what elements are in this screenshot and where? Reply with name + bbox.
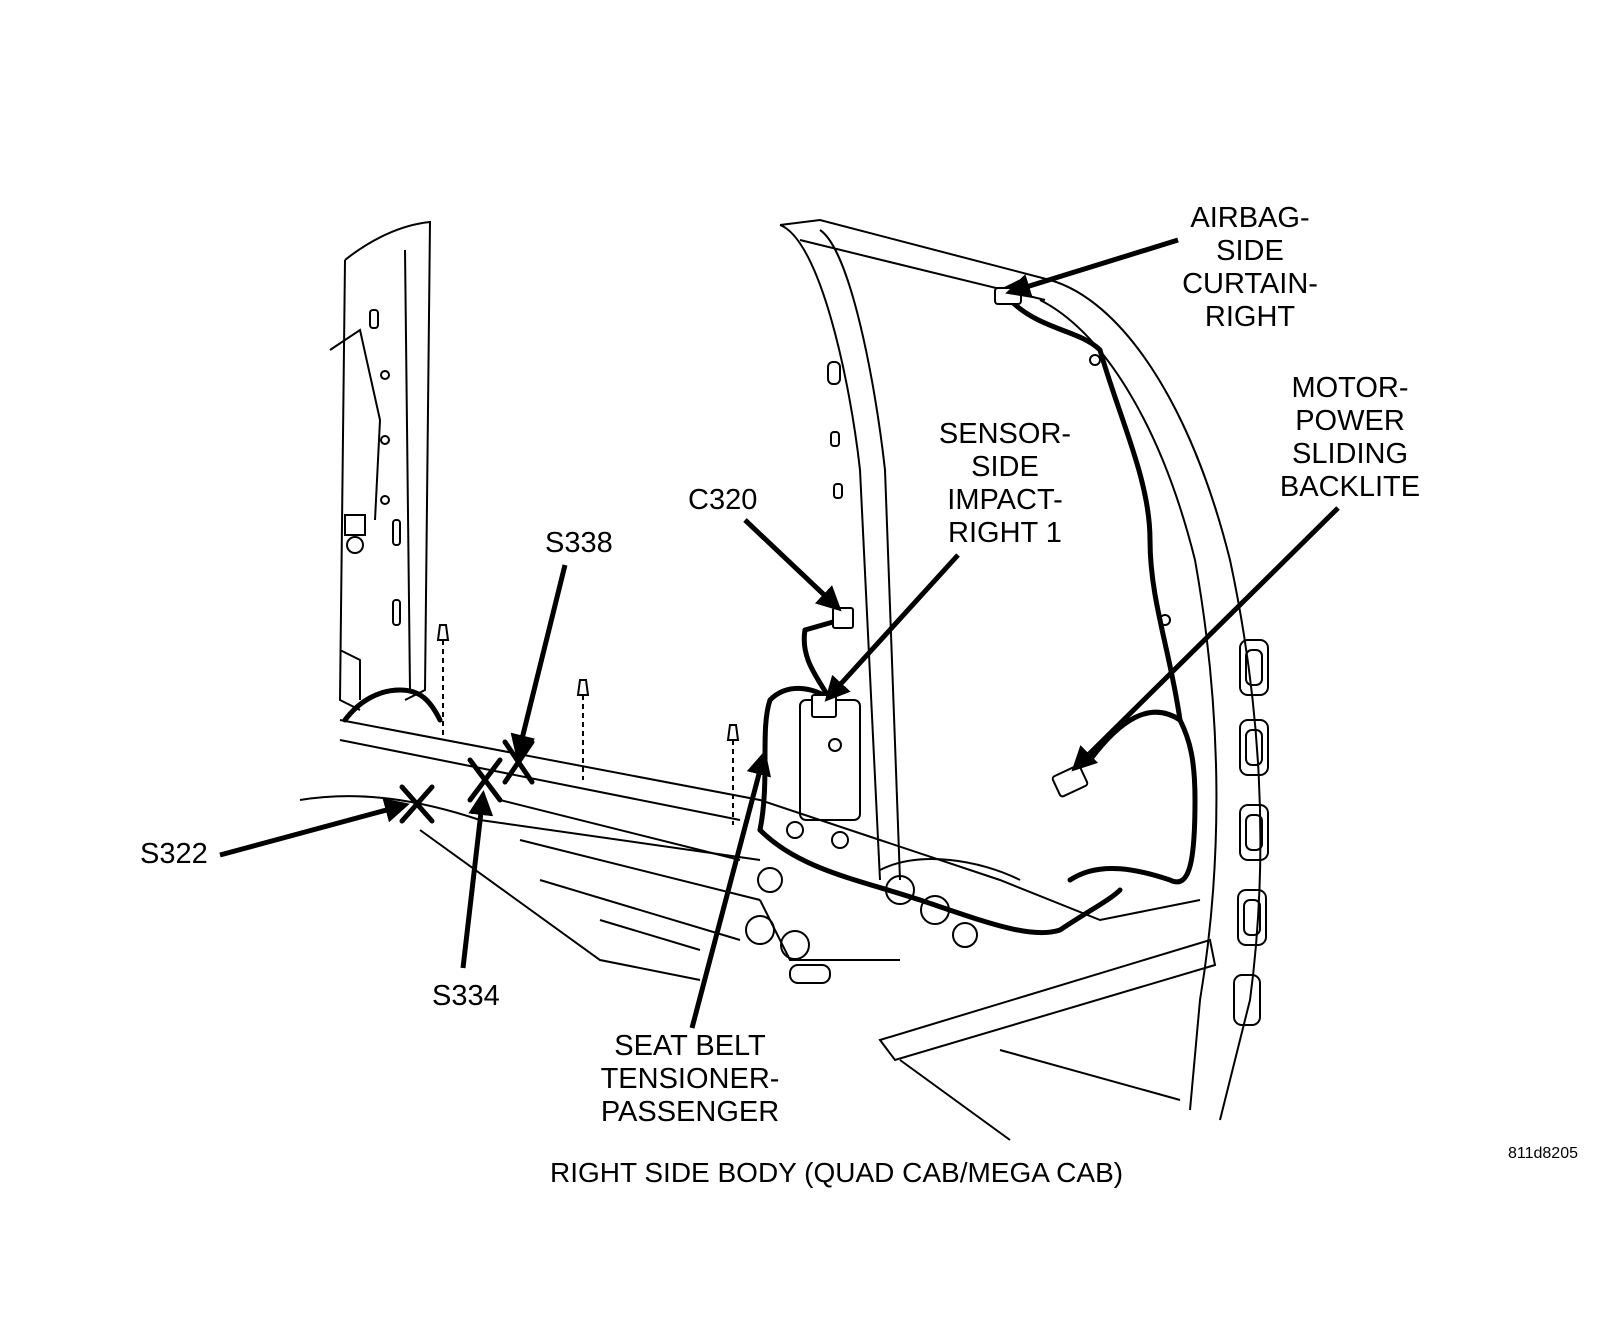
b-pillar	[779, 218, 1051, 881]
leader-arrows	[219, 237, 1340, 1029]
c-pillar	[1039, 279, 1269, 1121]
arrow-sensor	[824, 553, 960, 702]
label-line: RIGHT 1	[948, 517, 1062, 549]
label-sensor-side-impact: SENSOR- SIDE IMPACT- RIGHT 1	[925, 418, 1085, 550]
label-motor-power-backlite: MOTOR- POWER SLIDING BACKLITE	[1270, 372, 1430, 504]
splice-markers	[399, 739, 535, 824]
label-line: SLIDING	[1291, 438, 1409, 470]
label-line: CURTAIN-	[1182, 268, 1318, 300]
arrow-airbag	[1005, 237, 1179, 299]
figure-caption: RIGHT SIDE BODY (QUAD CAB/MEGA CAB)	[550, 1157, 1124, 1188]
label-line: IMPACT-	[947, 484, 1063, 516]
label-line: MOTOR-	[1291, 372, 1409, 404]
arrow-s334	[460, 790, 494, 969]
figure-reference: 811d8205	[1508, 1145, 1578, 1162]
label-line: AIRBAG-	[1190, 202, 1310, 234]
label-seat-belt-tensioner: SEAT BELT TENSIONER- PASSENGER	[590, 1030, 790, 1129]
label-line: SIDE	[971, 451, 1039, 483]
harness-connectors	[811, 287, 1089, 798]
wiring-harness	[342, 279, 1198, 936]
label-s338: S338	[545, 527, 613, 559]
label-airbag-side-curtain: AIRBAG- SIDE CURTAIN- RIGHT	[1170, 202, 1330, 334]
arrow-c320	[743, 518, 842, 612]
arrow-motor	[1071, 506, 1340, 772]
label-line: SENSOR-	[938, 418, 1072, 450]
label-line: TENSIONER-	[600, 1063, 780, 1095]
label-line: PASSENGER	[600, 1096, 780, 1128]
label-s334: S334	[432, 980, 500, 1012]
arrow-seatbelt	[689, 750, 771, 1029]
label-line: SIDE	[1216, 235, 1284, 267]
label-c320: C320	[688, 484, 758, 516]
label-s322: S322	[140, 838, 208, 870]
arrow-s338	[510, 564, 568, 760]
label-line: BACKLITE	[1279, 471, 1421, 503]
label-line: POWER	[1295, 405, 1405, 437]
front-door-frame	[329, 220, 432, 711]
push-pin-fasteners	[436, 624, 740, 825]
label-line: SEAT BELT	[614, 1030, 766, 1062]
label-line: RIGHT	[1204, 301, 1296, 333]
arrow-s322	[219, 798, 410, 858]
